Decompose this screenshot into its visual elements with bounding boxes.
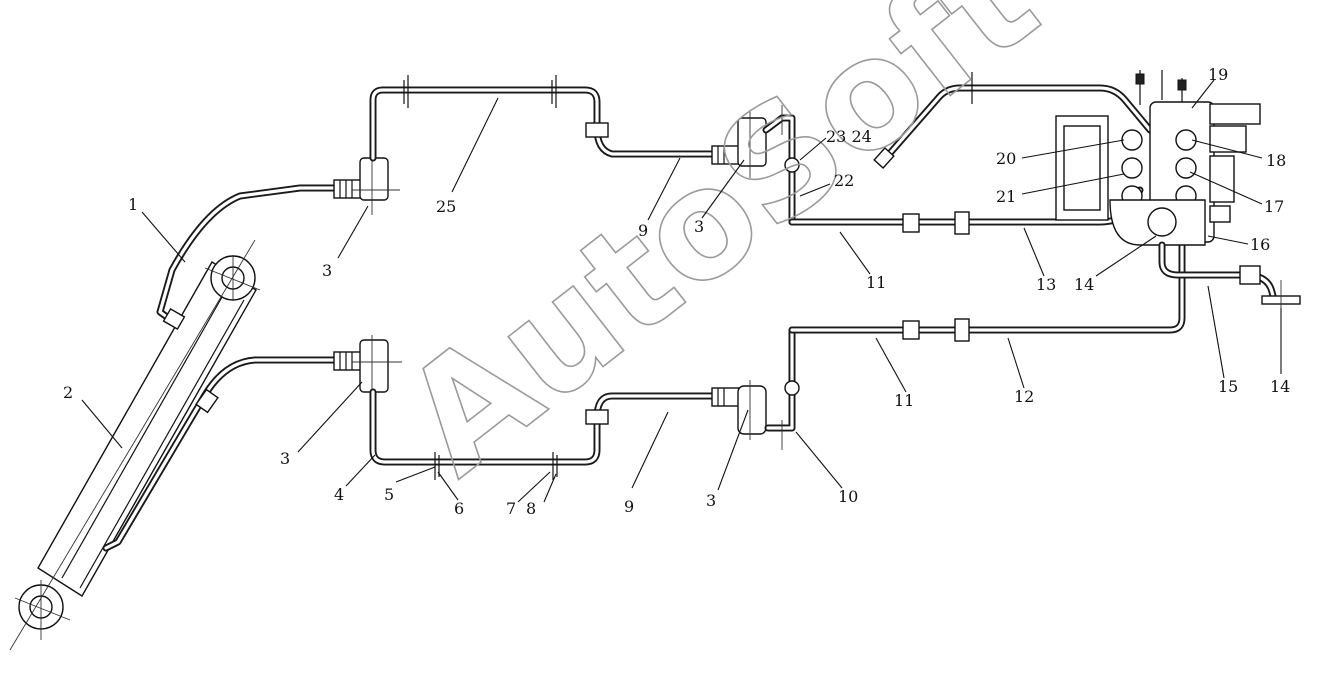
pipe-upper-return [873,72,1154,169]
connector-lower-left [333,335,402,400]
pipe-lower-loop [369,388,729,480]
callout-25: 25 [436,197,456,216]
callout-2: 2 [63,383,73,402]
callout-12: 12 [1014,387,1034,406]
callout-18: 18 [1266,151,1286,170]
pipe-cylinder-lower [102,356,344,552]
callout-1: 1 [128,195,138,214]
leader-lines [81,79,1282,503]
callout-23-24: 23 24 [826,127,872,146]
callout-5: 5 [384,485,394,504]
callout-9-lower: 9 [624,497,634,516]
callout-4: 4 [334,485,344,504]
pipe-1 [156,184,344,331]
valve-block [1055,70,1261,246]
callout-3-upper-right: 3 [694,217,704,236]
callout-16: 16 [1250,235,1270,254]
callout-14-right: 14 [1270,377,1290,396]
callout-3-upper-left: 3 [322,261,332,280]
callout-13: 13 [1036,275,1056,294]
pipe-25 [369,75,729,162]
callout-8: 8 [526,499,536,518]
connector-upper-left [333,150,400,215]
callout-7: 7 [506,499,516,518]
pipe-12 [788,236,1186,342]
callout-10: 10 [838,487,858,506]
callout-14-left: 14 [1074,275,1094,294]
connector-upper-right [711,110,767,178]
callout-11-lower: 11 [894,391,914,410]
boom-cylinder [9,239,261,651]
callout-labels: 1 2 3 3 4 5 6 7 8 25 9 3 9 3 10 23 24 22… [63,65,1290,518]
callout-19: 19 [1208,65,1228,84]
callout-15: 15 [1218,377,1238,396]
callout-20: 20 [996,149,1016,168]
connector-lower-right [711,380,767,440]
callout-22: 22 [834,171,854,190]
callout-3-lower-right: 3 [706,491,716,510]
pipe-15 [1158,241,1301,312]
callout-9-upper: 9 [638,221,648,240]
watermark: AutoSoft [373,0,1068,508]
pipe-22-tee [762,105,800,226]
callout-11-upper: 11 [866,273,886,292]
callout-17: 17 [1264,197,1284,216]
callout-3-lower-left: 3 [280,449,290,468]
pipe-10-tee [764,326,800,450]
callout-6: 6 [454,499,464,518]
callout-21: 21 [996,187,1016,206]
